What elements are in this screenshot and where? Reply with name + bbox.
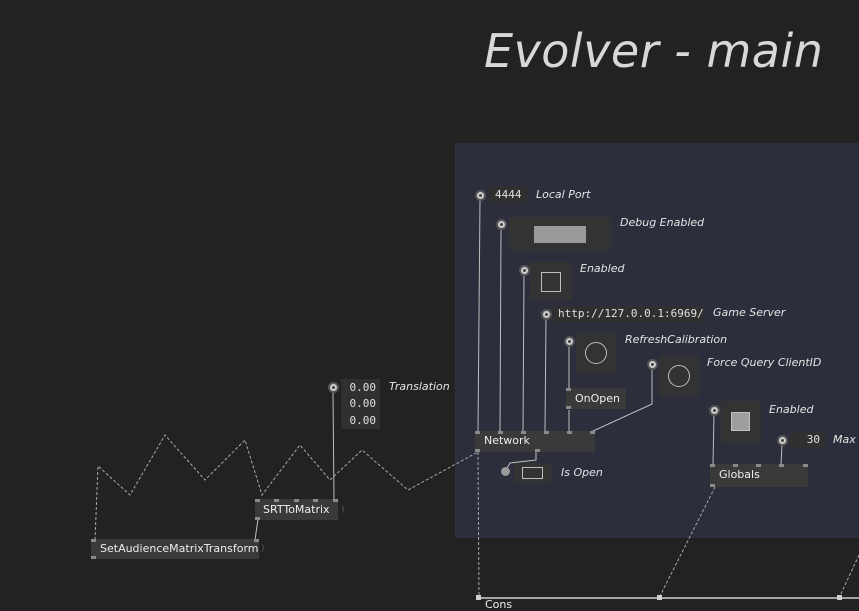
force-query-circle-icon	[668, 365, 690, 387]
globals-enabled-label: Enabled	[769, 403, 814, 416]
is-open-led	[522, 467, 543, 479]
cons-pin-1	[476, 595, 481, 600]
translation-z[interactable]: 0.00	[349, 414, 377, 427]
translation-y[interactable]: 0.00	[349, 397, 377, 410]
enabled-toggle[interactable]	[530, 262, 572, 300]
debug-enabled-label: Debug Enabled	[620, 216, 705, 229]
set-audience-matrix-transform-label: SetAudienceMatrixTransform	[100, 542, 259, 555]
set-audience-more-icon: )	[261, 544, 265, 554]
globals-enabled-square	[731, 412, 750, 431]
local-port-field[interactable]: 4444	[489, 186, 527, 204]
onopen-node-label: OnOpen	[575, 392, 621, 405]
network-node-label: Network	[484, 434, 530, 447]
set-audience-matrix-transform-node[interactable]: SetAudienceMatrixTransform	[91, 539, 259, 559]
refresh-calibration-pin[interactable]	[564, 336, 575, 347]
globals-enabled-pin[interactable]	[709, 405, 720, 416]
force-query-bang[interactable]	[659, 356, 699, 396]
wire-right-cons	[838, 554, 859, 599]
game-server-field[interactable]: http://127.0.0.1:6969/	[553, 306, 704, 322]
debug-enabled-toggle[interactable]	[509, 217, 611, 251]
max-field[interactable]: 30	[790, 432, 825, 448]
is-open-label: Is Open	[561, 466, 603, 479]
globals-node-label: Globals	[719, 468, 760, 481]
refresh-calibration-circle-icon	[585, 342, 607, 364]
debug-enabled-bar	[534, 226, 586, 243]
cons-pin-2	[657, 595, 662, 600]
globals-node[interactable]: Globals	[710, 464, 808, 487]
globals-enabled-toggle[interactable]	[721, 401, 761, 443]
srt-to-matrix-more-icon: )	[341, 505, 345, 515]
enabled-checkbox-square	[541, 272, 561, 292]
local-port-label: Local Port	[536, 188, 591, 201]
wire-srt-setaudience	[254, 518, 259, 541]
translation-pin[interactable]	[328, 382, 339, 393]
cons-pin-3	[837, 595, 842, 600]
patch-title: Evolver - main	[484, 24, 824, 78]
wire-spread-network	[94, 434, 479, 541]
refresh-calibration-label: RefreshCalibration	[625, 333, 728, 346]
srt-to-matrix-node[interactable]: SRTToMatrix	[255, 499, 338, 520]
srt-to-matrix-label: SRTToMatrix	[263, 503, 330, 516]
game-server-label: Game Server	[713, 306, 786, 319]
force-query-label: Force Query ClientID	[707, 356, 822, 369]
wire-translation-srt	[332, 391, 335, 501]
local-port-iobox-pin[interactable]	[475, 190, 486, 201]
cons-node-label[interactable]: Cons	[485, 598, 513, 611]
debug-enabled-pin[interactable]	[496, 219, 507, 230]
max-field-pin[interactable]	[777, 435, 788, 446]
enabled-pin[interactable]	[519, 265, 530, 276]
is-open-indicator	[514, 463, 551, 483]
network-node[interactable]: Network	[475, 431, 595, 452]
translation-vector-box[interactable]: 0.00 0.00 0.00	[341, 379, 380, 429]
is-open-pin[interactable]	[501, 467, 510, 476]
translation-x[interactable]: 0.00	[349, 381, 377, 394]
onopen-node[interactable]: OnOpen	[566, 388, 626, 409]
enabled-label: Enabled	[580, 262, 625, 275]
translation-label: Translation	[389, 380, 450, 393]
force-query-pin[interactable]	[647, 359, 658, 370]
max-label: Max I	[833, 433, 859, 446]
refresh-calibration-bang[interactable]	[576, 333, 616, 373]
game-server-pin[interactable]	[541, 309, 552, 320]
